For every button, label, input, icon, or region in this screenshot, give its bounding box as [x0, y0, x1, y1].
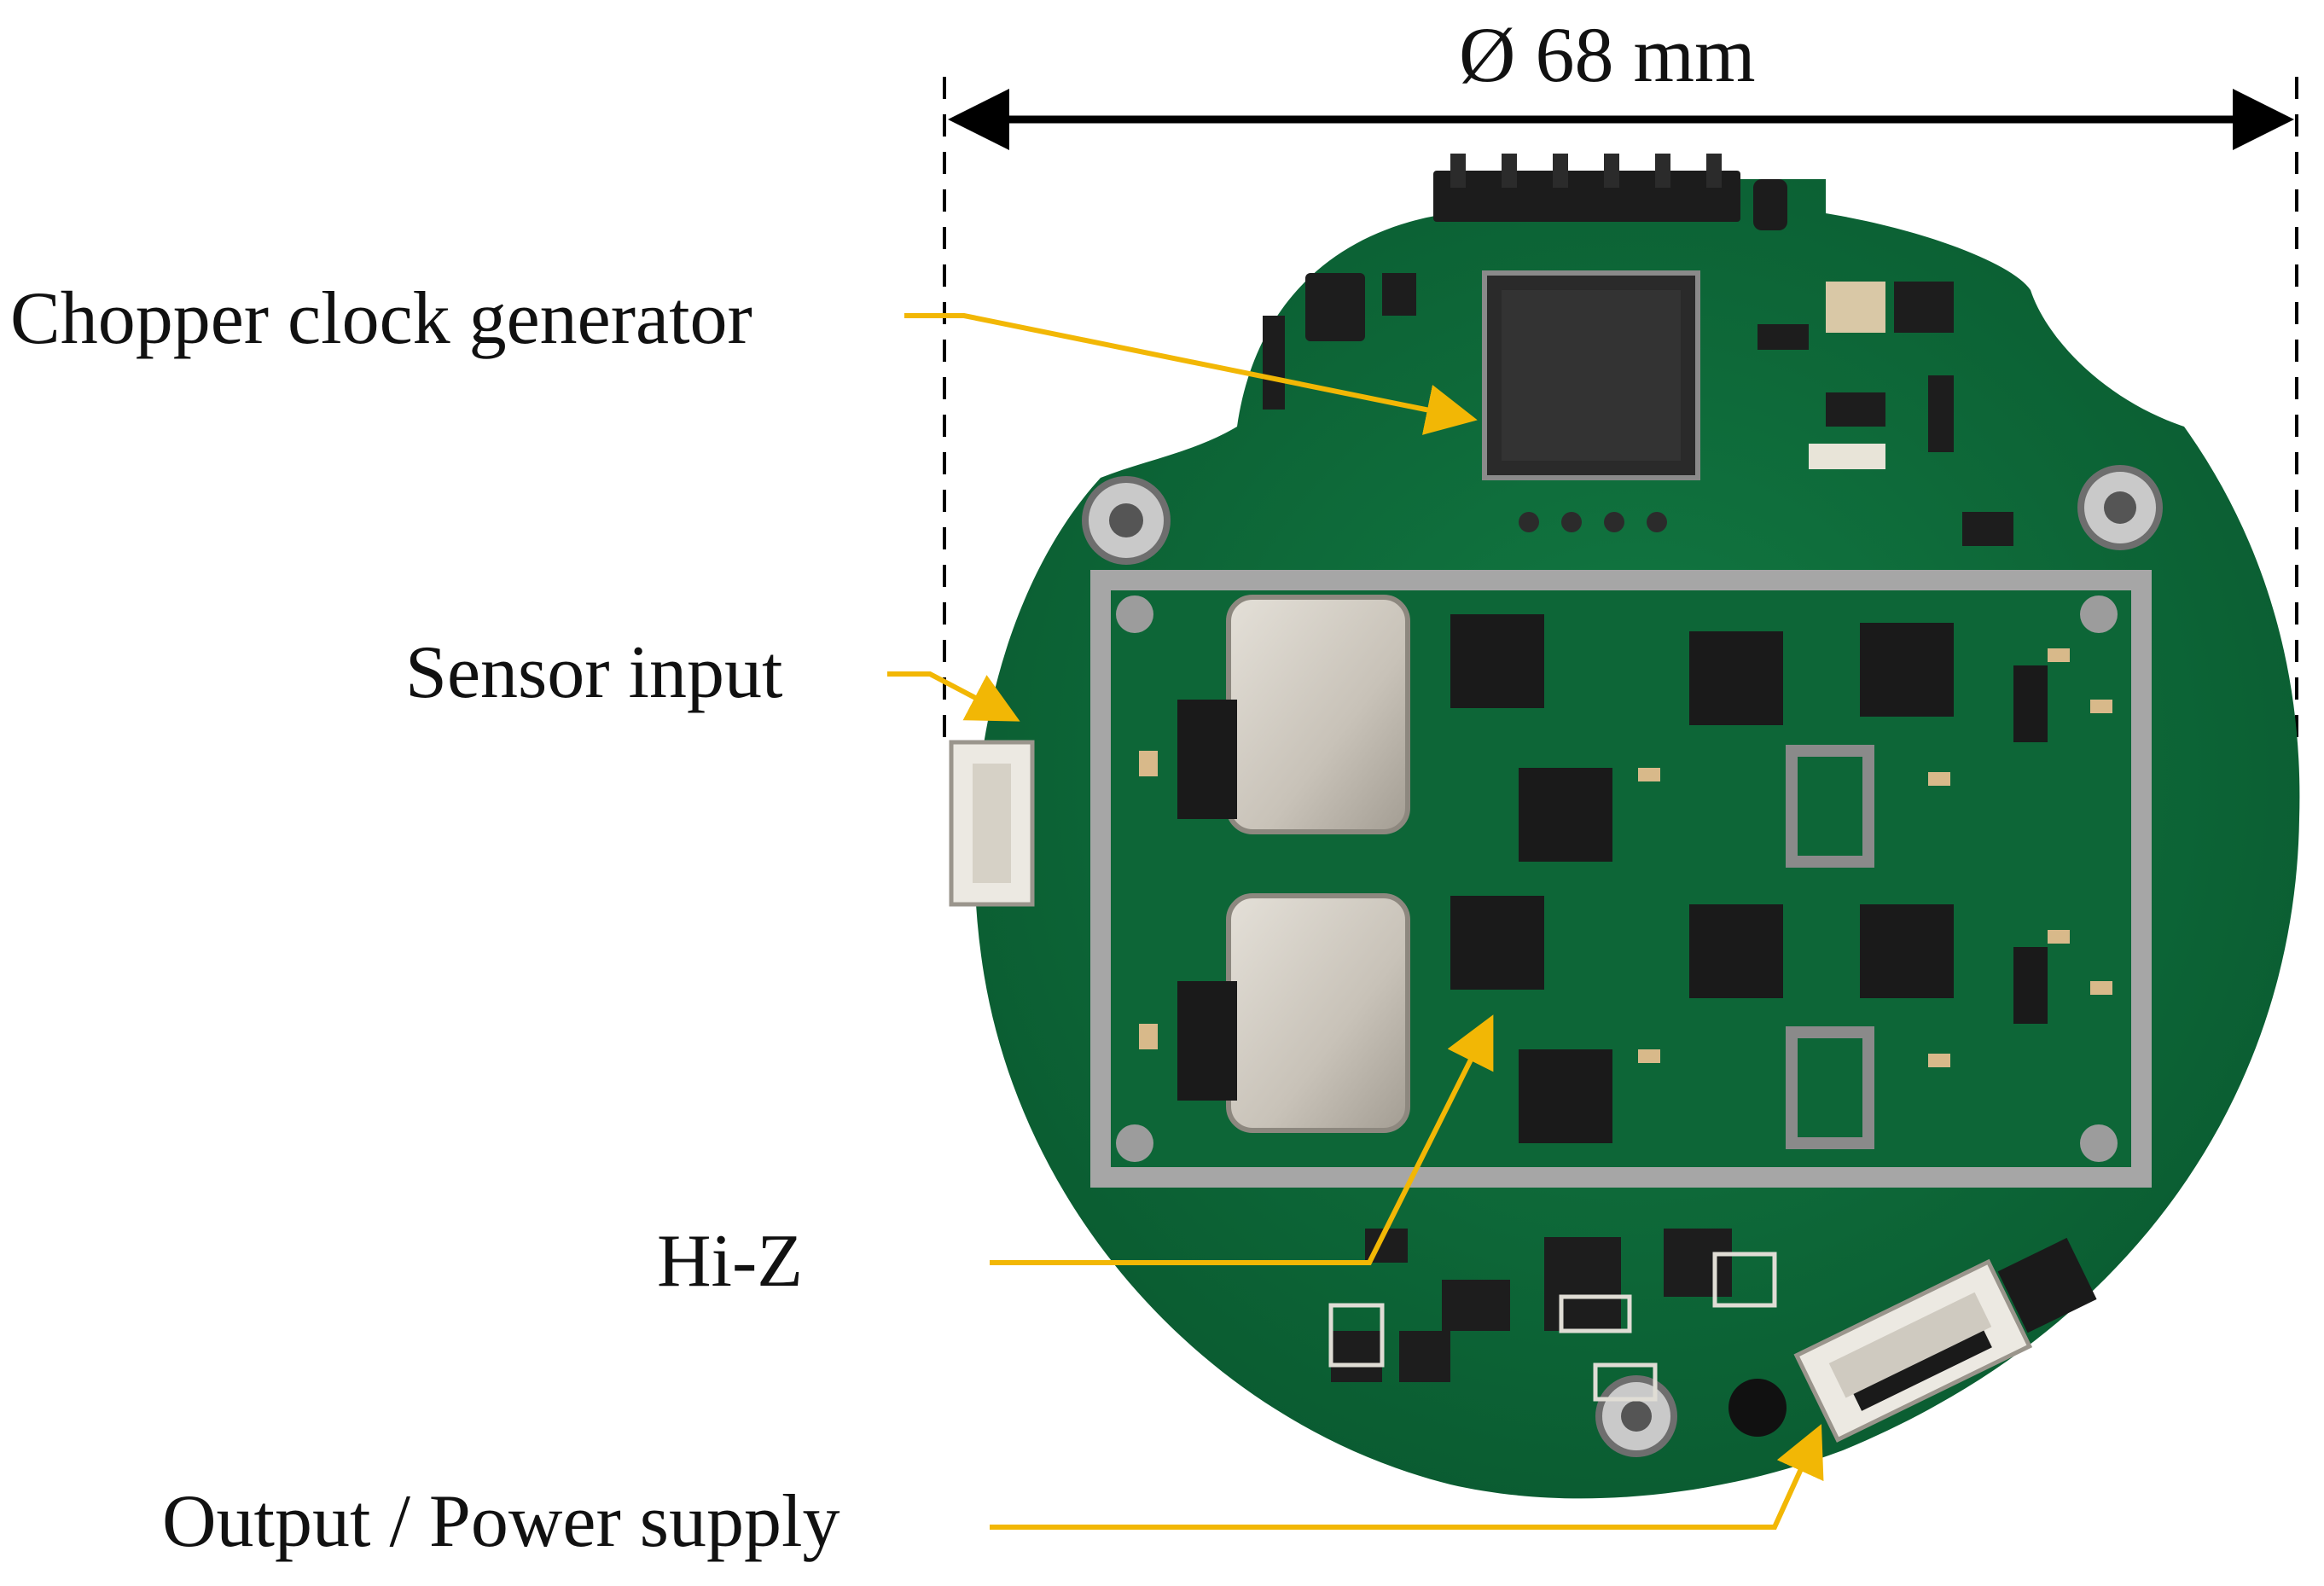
pin-header: [1433, 154, 1787, 230]
ic-array: [1177, 614, 2048, 1143]
label-sensor-input: Sensor input: [405, 631, 783, 714]
mounting-hole-center: [1621, 1401, 1652, 1432]
trimmer-pot: [1728, 1379, 1787, 1437]
mounting-hole-center: [2104, 491, 2136, 524]
silkscreen-outlines: [1328, 1252, 1777, 1402]
callout-line-sensor: [887, 671, 1020, 722]
sensor-can-lower: [1226, 893, 1410, 1133]
shield-screw: [2080, 1124, 2118, 1162]
label-chopper-clock-generator: Chopper clock generator: [10, 277, 752, 360]
passive-components: [1139, 648, 2112, 1067]
mounting-hole-center: [1109, 503, 1143, 537]
pcb-board: [949, 154, 2300, 1499]
sensor-can-upper: [1226, 595, 1410, 834]
callout-lines: [887, 313, 1824, 1530]
mcu-die: [1502, 290, 1681, 461]
shield-screw: [2080, 595, 2118, 633]
dimension-label: Ø 68 mm: [1459, 11, 1756, 98]
callout-line-hiz: [990, 1014, 1494, 1265]
shield-screw: [1116, 1124, 1153, 1162]
callout-line-chopper: [904, 313, 1478, 435]
dimension-indicator: [943, 77, 2298, 751]
sensor-connector-slot: [973, 764, 1011, 883]
label-output-power-supply: Output / Power supply: [162, 1480, 840, 1563]
bottom-components: [1331, 1229, 1732, 1382]
shield-screw: [1116, 595, 1153, 633]
callout-line-output: [990, 1424, 1824, 1530]
smd-cluster: [1263, 273, 2013, 546]
label-hi-z: Hi-Z: [657, 1220, 804, 1303]
inductor-upper: [1786, 745, 1874, 868]
inductor-lower: [1786, 1026, 1874, 1149]
output-connector: [1793, 1237, 2097, 1443]
